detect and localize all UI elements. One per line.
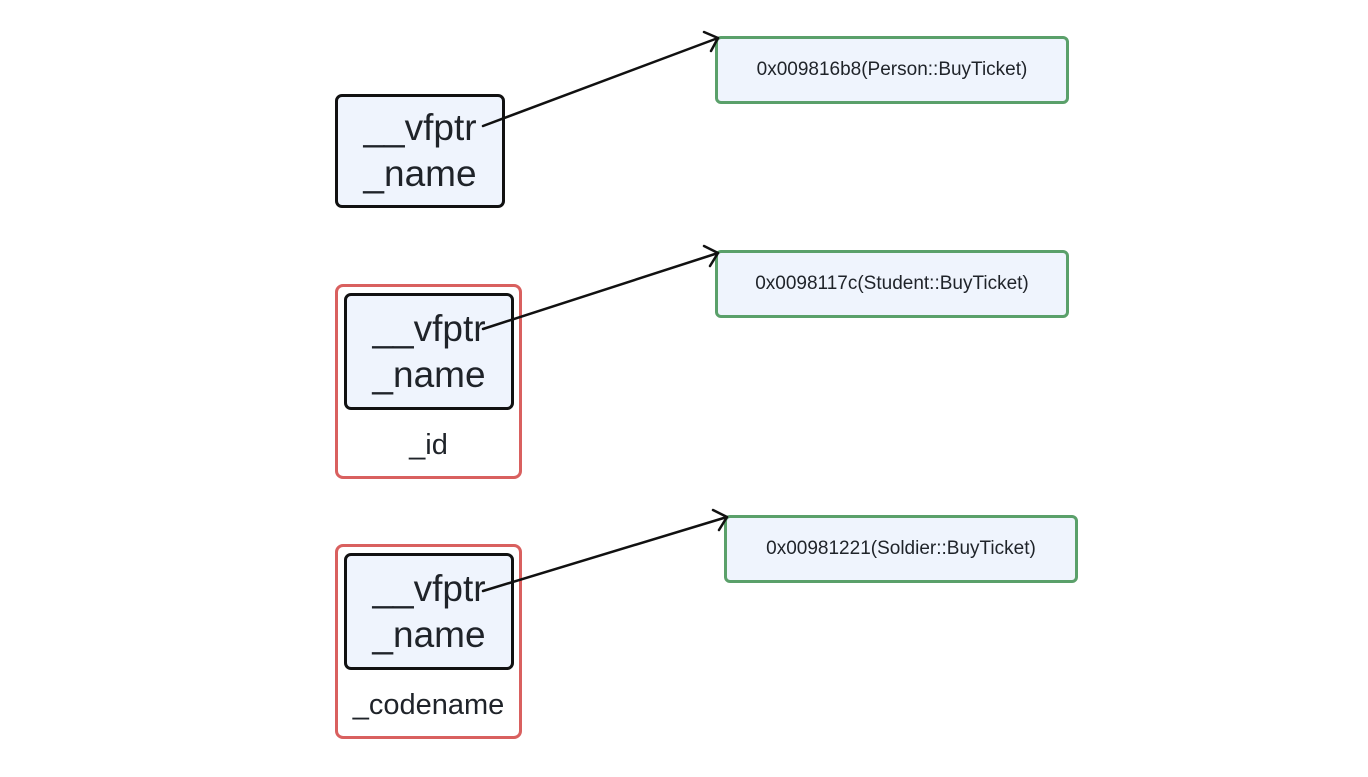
soldier-vtable-entry: 0x00981221(Soldier::BuyTicket) [724,515,1078,583]
person-vtable-entry: 0x009816b8(Person::BuyTicket) [715,36,1069,104]
person-vfptr-arrow [481,30,720,128]
codename-field: _codename [352,689,505,721]
name-field: _name [372,353,486,395]
vfptr-field: __vfptr [372,307,486,349]
id-field: _id [409,429,448,461]
person-object-box: __vfptr _name [335,94,505,208]
student-base-part-box: __vfptr _name [344,293,514,410]
vfptr-field: __vfptr [363,107,477,148]
name-field: _name [363,153,477,194]
name-field: _name [372,613,486,655]
soldier-base-part-box: __vfptr _name [344,553,514,670]
vfptr-field: __vfptr [372,567,486,609]
student-vtable-entry: 0x0098117c(Student::BuyTicket) [715,250,1069,318]
